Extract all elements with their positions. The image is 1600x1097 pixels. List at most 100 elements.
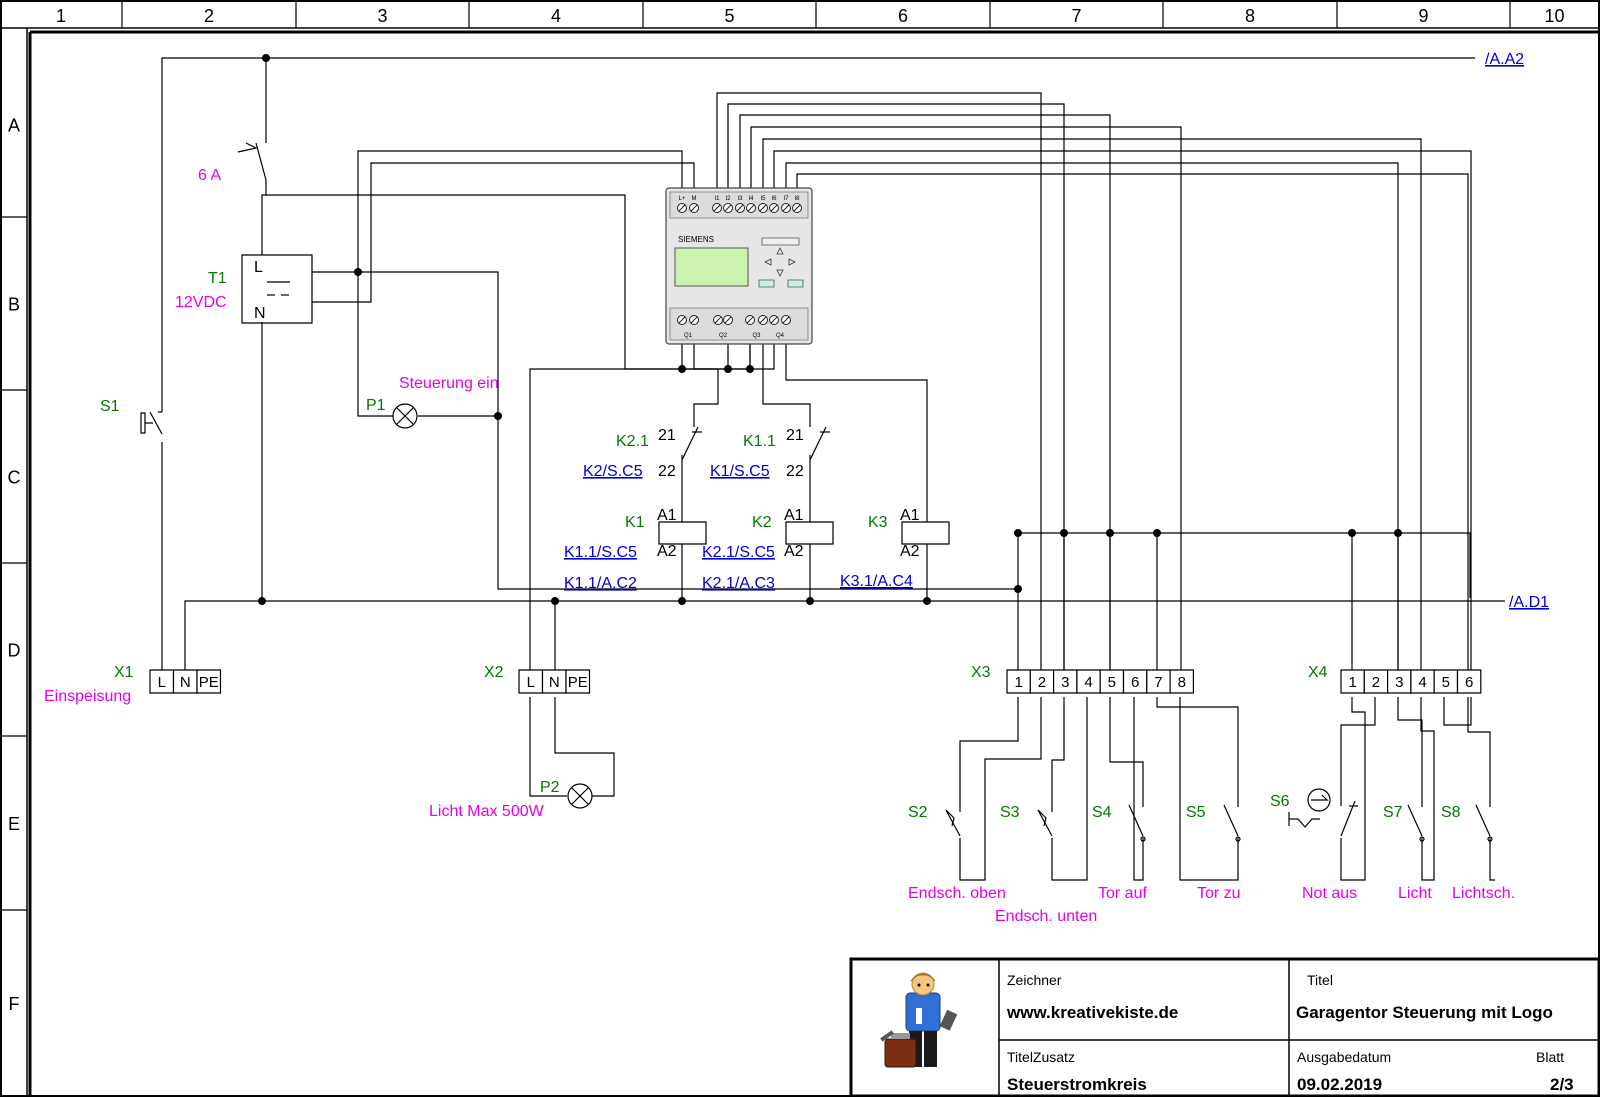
s2-desc: Endsch. oben [908, 885, 1006, 902]
wire-s6-a [1341, 697, 1365, 880]
terminal-x3: 4 [1077, 670, 1100, 693]
k2-a2: A2 [784, 543, 804, 560]
x3-label: X3 [971, 664, 991, 681]
k1-ref-1-link[interactable]: K1.1/S.C5 [564, 544, 637, 561]
terminal-x2: L [519, 670, 543, 693]
logo-input-screw [782, 204, 791, 213]
k1-coil [659, 522, 706, 544]
k2-ref-2-link[interactable]: K2.1/A.C3 [702, 575, 775, 592]
junction-dot [494, 412, 502, 420]
subtitle-label: TitelZusatz [1007, 1049, 1075, 1065]
psu-box [242, 255, 312, 323]
terminal-x4: 2 [1364, 670, 1387, 693]
k1-ref-1[interactable]: K1.1/S.C5 [564, 544, 637, 561]
k1-ref-2[interactable]: K1.1/A.C2 [564, 575, 637, 592]
terminal-label: L [158, 674, 166, 691]
cross-ref-mid-right-text[interactable]: /A.D1 [1509, 594, 1549, 611]
x2-label: X2 [484, 664, 504, 681]
logo-output-screw [746, 316, 755, 325]
k1-ref-2-link[interactable]: K1.1/A.C2 [564, 575, 637, 592]
subtitle-value: Steuerstromkreis [1007, 1075, 1147, 1094]
junction-dot [1060, 529, 1068, 537]
p1-lamp [393, 404, 417, 428]
s2-name: S2 [908, 804, 928, 821]
logo-output-label: Q4 [776, 333, 785, 339]
logo-input-screw [713, 204, 722, 213]
terminal-label: 6 [1465, 674, 1473, 691]
wire-q3-right [763, 339, 810, 427]
logo-output-label: Q3 [752, 333, 761, 339]
terminal-x4: 1 [1341, 670, 1364, 693]
title-value: Garagentor Steuerung mit Logo [1296, 1003, 1553, 1022]
s1-contact [150, 412, 162, 434]
cross-ref-mid-right[interactable]: /A.D1 [1509, 594, 1549, 611]
s6-ring-arrow [1311, 795, 1327, 800]
terminal-x4: 3 [1388, 670, 1411, 693]
terminal-label: 1 [1014, 674, 1022, 691]
logo-input-screw [759, 204, 768, 213]
wire-s8-b [1468, 697, 1490, 807]
k2-coil [786, 522, 833, 544]
column-label: 2 [204, 6, 214, 26]
wire-p1-left [358, 272, 393, 416]
terminal-x3: 8 [1170, 670, 1193, 693]
wire-s6-b [1341, 697, 1375, 806]
k11-name: K1.1 [743, 433, 776, 450]
column-label: 7 [1071, 6, 1081, 26]
terminal-label: PE [199, 674, 219, 691]
cross-ref-top-right-text[interactable]: /A.A2 [1485, 51, 1524, 68]
wire-s2-b [960, 697, 1041, 880]
logo-brand: SIEMENS [678, 235, 714, 244]
logo-output-screw [714, 316, 723, 325]
junction-dot [1014, 529, 1022, 537]
wire-s1-top [162, 58, 1475, 412]
k2-ref-1[interactable]: K2.1/S.C5 [702, 544, 775, 561]
junction-dot [1348, 529, 1356, 537]
column-label: 10 [1544, 6, 1564, 26]
k2-ref-2[interactable]: K2.1/A.C3 [702, 575, 775, 592]
column-label: 8 [1245, 6, 1255, 26]
wire-x2-l [530, 697, 567, 796]
row-label: F [9, 994, 20, 1014]
k11-ref[interactable]: K1/S.C5 [710, 463, 770, 480]
s2-limit-mark [946, 810, 954, 826]
logo-output-screw [782, 316, 791, 325]
wire-s7-a [1398, 697, 1422, 807]
s6-mushroom [1289, 812, 1320, 827]
wire-i2 [728, 104, 1064, 681]
k21-ref-link[interactable]: K2/S.C5 [583, 463, 643, 480]
s8-desc: Lichtsch. [1452, 885, 1515, 902]
terminal-x3: 6 [1124, 670, 1147, 693]
terminal-x1: N [174, 670, 198, 693]
wire-i3 [740, 115, 1110, 681]
logo-input-screw [770, 204, 779, 213]
terminal-label: 4 [1418, 674, 1426, 691]
s8-contact-dot [1488, 837, 1492, 841]
k2-ref-1-link[interactable]: K2.1/S.C5 [702, 544, 775, 561]
wire-s7-b [1421, 697, 1434, 880]
s7-contact [1408, 805, 1422, 836]
wire-s4-a [1110, 697, 1143, 807]
terminal-x4: 5 [1434, 670, 1457, 693]
junction-dot [746, 365, 754, 373]
s4-contact-dot [1141, 837, 1145, 841]
wire-s5-b [1180, 697, 1238, 880]
k11-ref-link[interactable]: K1/S.C5 [710, 463, 770, 480]
k3-ref-1-link[interactable]: K3.1/A.C4 [840, 573, 913, 590]
k3-ref-1[interactable]: K3.1/A.C4 [840, 573, 913, 590]
k2-a1: A1 [784, 507, 804, 524]
cross-ref-top-right[interactable]: /A.A2 [1485, 51, 1524, 68]
terminal-x3: 1 [1007, 670, 1030, 693]
logo-input-screw [678, 204, 687, 213]
row-label: B [8, 295, 20, 315]
s5-contact [1224, 805, 1238, 836]
logo-output-screw [690, 316, 699, 325]
terminal-x1: L [150, 670, 174, 693]
terminal-x3: 5 [1100, 670, 1123, 693]
s5-desc: Tor zu [1197, 885, 1241, 902]
k21-ref[interactable]: K2/S.C5 [583, 463, 643, 480]
logo-output-label: Q1 [684, 333, 693, 339]
k11-pin-bottom: 22 [786, 463, 804, 480]
